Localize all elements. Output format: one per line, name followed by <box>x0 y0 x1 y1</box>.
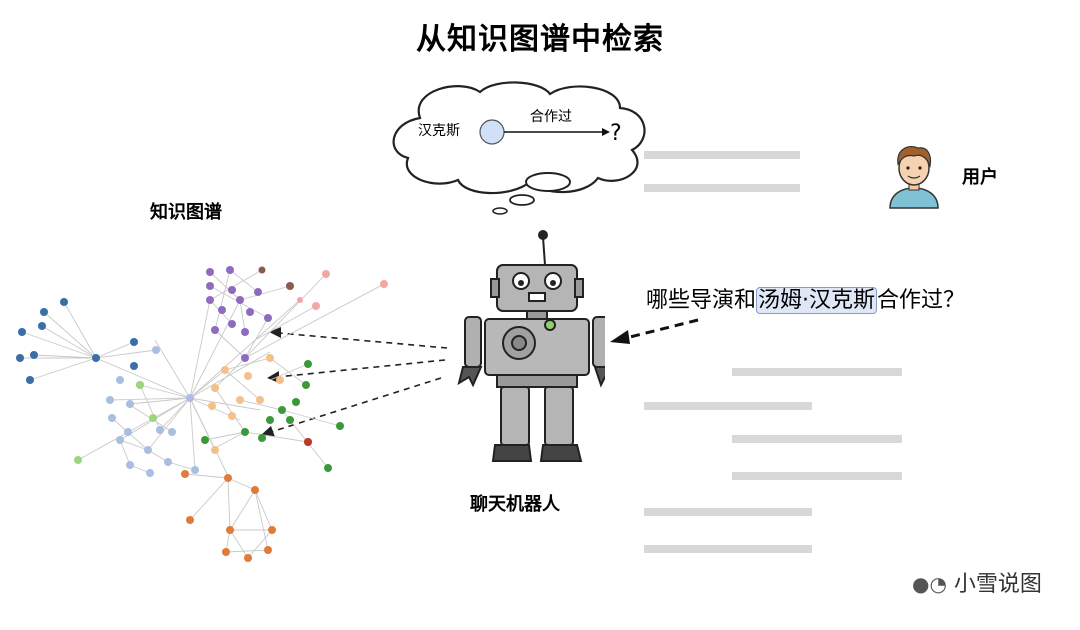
page-title: 从知识图谱中检索 <box>0 14 1080 58</box>
thought-subject: 汉克斯 <box>418 123 460 139</box>
question-prefix: 哪些导演和 <box>646 288 756 313</box>
thought-object: ? <box>610 121 622 146</box>
robot-icon <box>455 225 605 470</box>
text-line <box>732 368 902 376</box>
text-line <box>644 151 800 159</box>
thought-bubble: 汉克斯 合作过 ? <box>380 78 660 218</box>
thought-relation: 合作过 <box>530 109 572 125</box>
text-line <box>644 402 812 410</box>
cloud-trail-2 <box>510 195 534 205</box>
user-avatar <box>884 140 944 210</box>
question-to-bot-arrow <box>600 312 710 352</box>
text-line <box>732 435 902 443</box>
cloud-trail-1 <box>526 173 570 191</box>
knowledge-graph-label: 知识图谱 <box>150 198 222 224</box>
entity-node <box>480 120 504 144</box>
knowledge-graph <box>0 240 410 580</box>
cloud-trail-3 <box>493 208 507 214</box>
user-question: 哪些导演和汤姆·汉克斯合作过？ <box>646 282 965 314</box>
watermark: ●◔ 小雪说图 <box>912 566 1042 598</box>
user-label: 用户 <box>962 163 998 189</box>
watermark-text: 小雪说图 <box>954 572 1042 597</box>
document-lines <box>640 145 910 565</box>
question-suffix: 合作过？ <box>877 288 965 313</box>
chatbot-label: 聊天机器人 <box>470 490 560 516</box>
wechat-icon: ●◔ <box>912 572 947 596</box>
question-entity-highlight: 汤姆·汉克斯 <box>756 287 877 314</box>
text-line <box>644 545 812 553</box>
text-line <box>644 184 800 192</box>
text-line <box>644 508 812 516</box>
text-line <box>732 472 902 480</box>
